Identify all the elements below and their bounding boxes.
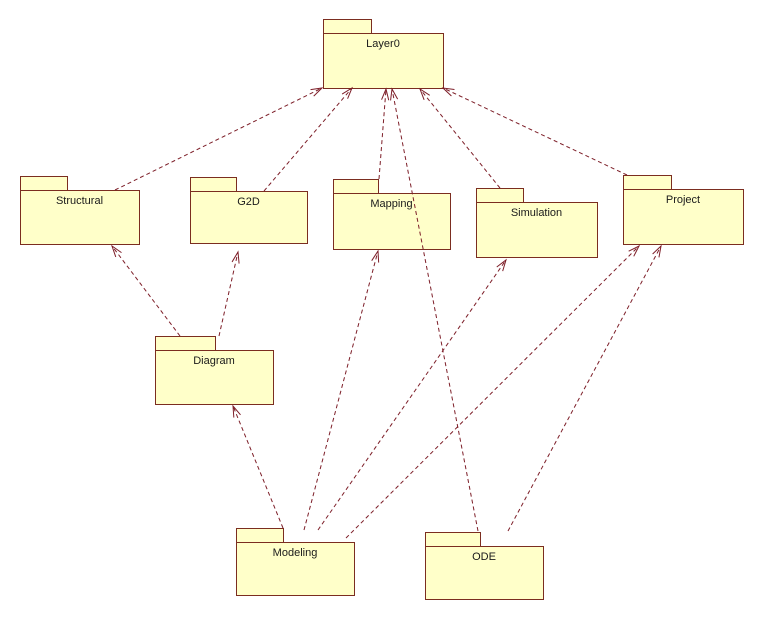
dependency-line xyxy=(391,88,479,532)
dependency-line xyxy=(263,87,353,192)
package-tab xyxy=(425,532,481,547)
open-arrowhead-icon xyxy=(232,404,241,418)
dependency-arrow-modeling-to-diagram[interactable] xyxy=(232,404,284,529)
dependency-line xyxy=(317,259,507,531)
open-arrowhead-icon xyxy=(418,87,430,100)
package-tab xyxy=(623,175,672,190)
open-arrowhead-icon xyxy=(628,244,641,257)
dependency-line xyxy=(303,250,379,531)
open-arrowhead-icon xyxy=(341,86,354,99)
dependency-arrow-ode-to-project[interactable] xyxy=(507,244,662,532)
dependency-arrow-project-to-layer0[interactable] xyxy=(441,87,628,176)
package-mapping[interactable]: Mapping xyxy=(333,179,451,250)
package-layer0[interactable]: Layer0 xyxy=(323,19,444,89)
package-tab xyxy=(190,177,237,192)
package-label: Layer0 xyxy=(366,38,400,50)
package-project[interactable]: Project xyxy=(623,175,744,245)
open-arrowhead-icon xyxy=(390,87,399,101)
package-body xyxy=(623,189,744,245)
open-arrowhead-icon xyxy=(381,87,390,101)
package-structural[interactable]: Structural xyxy=(20,176,140,245)
dependency-line xyxy=(507,245,662,532)
open-arrowhead-icon xyxy=(371,249,380,263)
dependency-arrow-diagram-to-g2d[interactable] xyxy=(218,250,240,337)
package-body xyxy=(333,193,451,250)
package-body xyxy=(155,350,274,405)
package-body xyxy=(190,191,308,244)
open-arrowhead-icon xyxy=(496,258,507,272)
package-body xyxy=(476,202,598,258)
dependency-arrow-simulation-to-layer0[interactable] xyxy=(418,87,501,189)
dependency-line xyxy=(378,88,387,180)
open-arrowhead-icon xyxy=(652,244,662,258)
dependency-arrow-mapping-to-layer0[interactable] xyxy=(378,87,390,180)
package-label: Mapping xyxy=(370,198,412,210)
dependency-line xyxy=(114,87,323,191)
package-label: Modeling xyxy=(273,547,318,559)
package-label: Structural xyxy=(56,195,103,207)
package-g2d[interactable]: G2D xyxy=(190,177,308,244)
package-body xyxy=(236,542,355,596)
package-label: Diagram xyxy=(193,355,235,367)
package-label: G2D xyxy=(237,196,260,208)
dependency-line xyxy=(111,245,181,337)
open-arrowhead-icon xyxy=(111,244,122,258)
dependency-arrow-modeling-to-project[interactable] xyxy=(345,244,641,539)
dependency-arrow-ode-to-layer0[interactable] xyxy=(390,87,479,532)
dependency-arrow-modeling-to-mapping[interactable] xyxy=(303,249,380,531)
package-simulation[interactable]: Simulation xyxy=(476,188,598,258)
package-body xyxy=(20,190,140,245)
package-label: Simulation xyxy=(511,207,562,219)
package-ode[interactable]: ODE xyxy=(425,532,544,600)
package-tab xyxy=(20,176,68,191)
dependency-arrow-diagram-to-structural[interactable] xyxy=(111,244,181,337)
package-tab xyxy=(155,336,216,351)
dependency-line xyxy=(345,245,640,539)
dependency-line xyxy=(232,405,284,529)
package-body xyxy=(323,33,444,89)
package-tab xyxy=(333,179,379,194)
package-label: Project xyxy=(666,194,700,206)
dependency-arrow-g2d-to-layer0[interactable] xyxy=(263,86,354,192)
open-arrowhead-icon xyxy=(231,250,240,264)
dependency-arrow-structural-to-layer0[interactable] xyxy=(114,87,324,191)
package-tab xyxy=(323,19,372,34)
package-tab xyxy=(476,188,524,203)
package-tab xyxy=(236,528,284,543)
package-modeling[interactable]: Modeling xyxy=(236,528,355,596)
dependency-line xyxy=(442,87,628,176)
dependency-line xyxy=(419,88,501,189)
open-arrowhead-icon xyxy=(441,87,455,97)
package-body xyxy=(425,546,544,600)
package-diagram[interactable]: Diagram xyxy=(155,336,274,405)
open-arrowhead-icon xyxy=(310,87,324,97)
package-label: ODE xyxy=(472,551,496,563)
dependency-line xyxy=(218,251,239,337)
dependency-arrow-modeling-to-simulation[interactable] xyxy=(317,258,507,531)
